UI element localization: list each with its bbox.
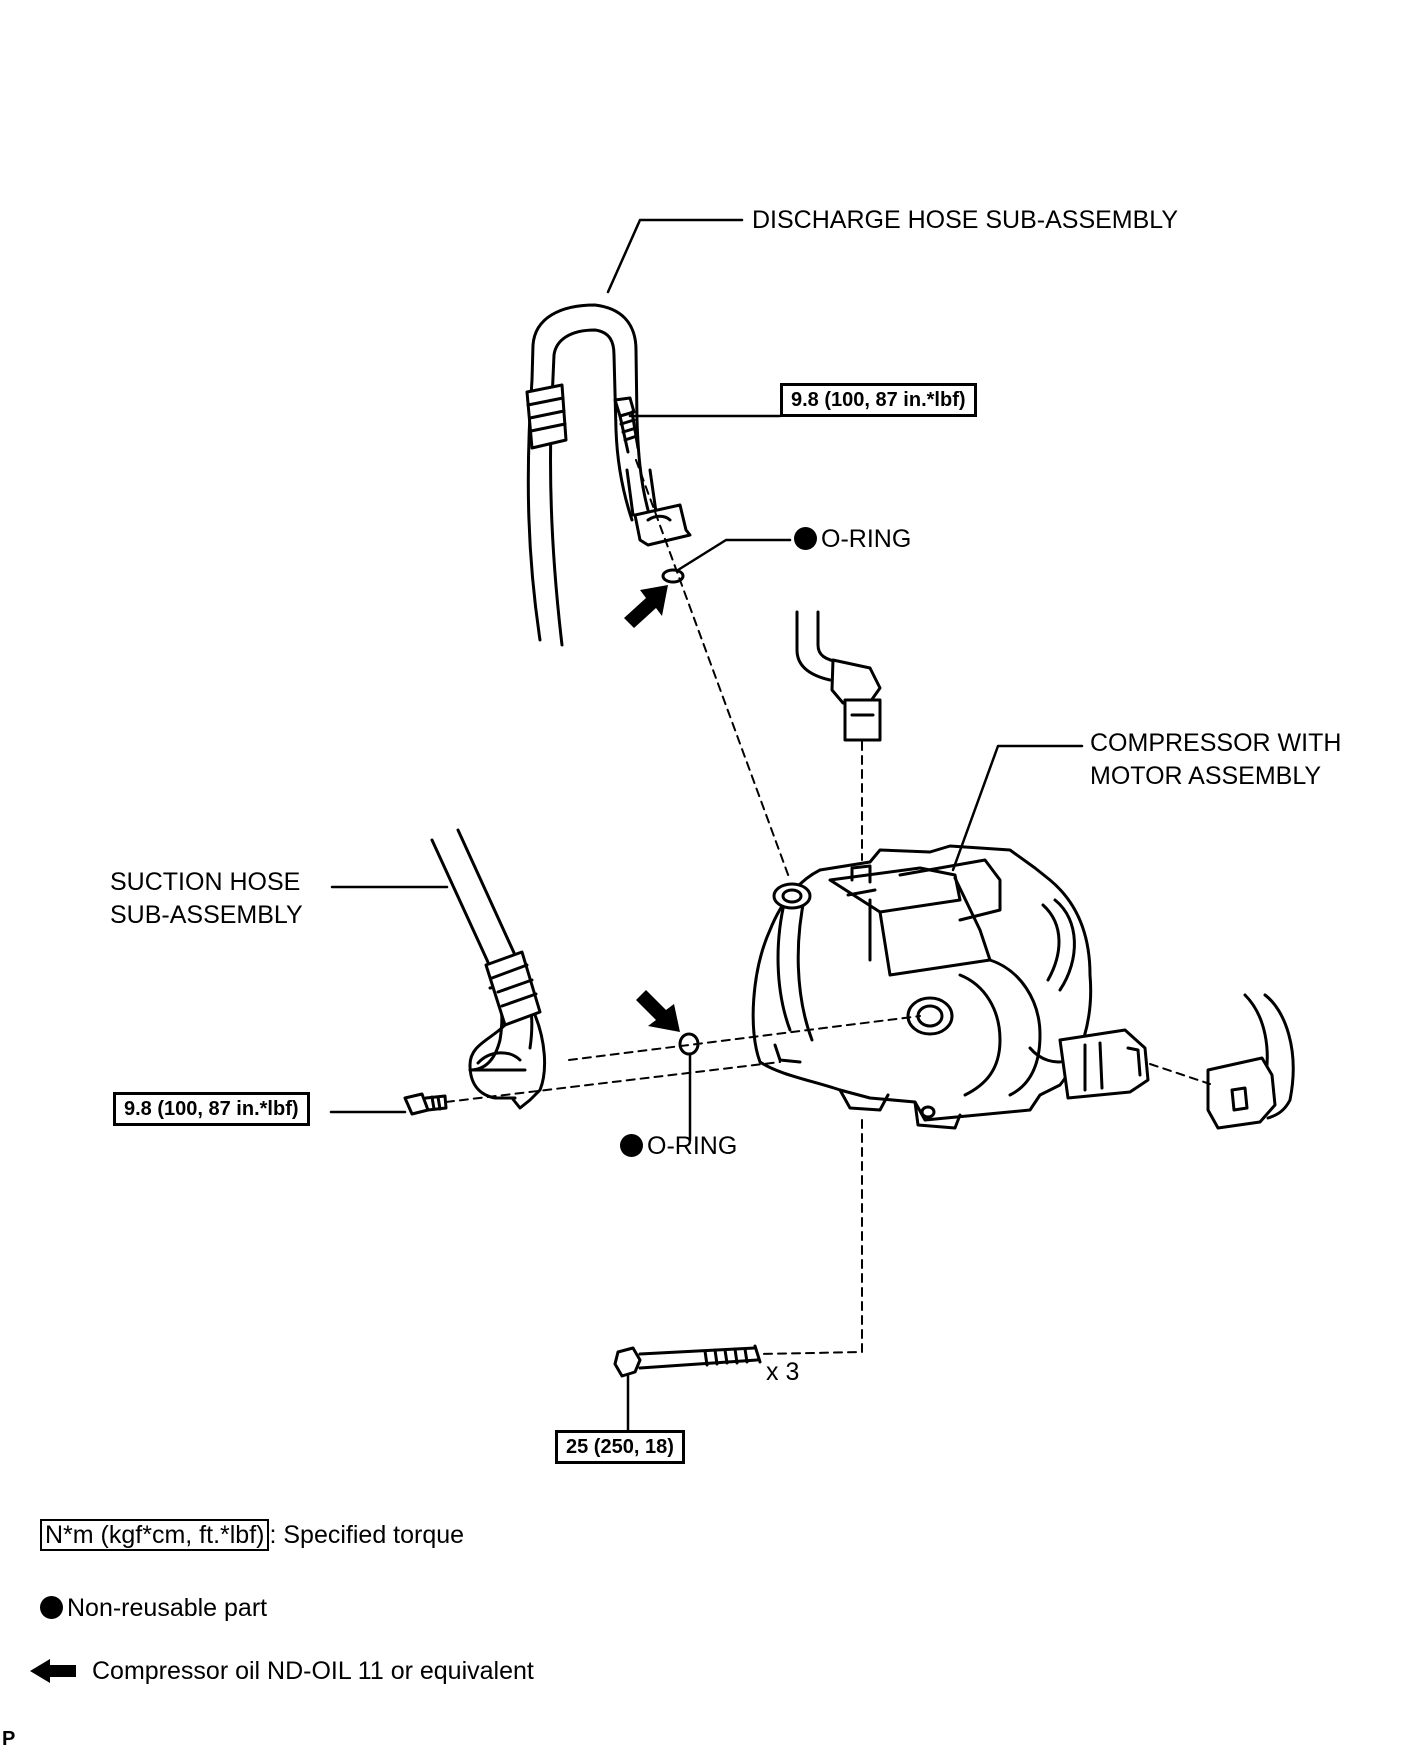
suction-hose-label-line2: SUB-ASSEMBLY	[110, 901, 303, 929]
alignment-lines	[445, 459, 1211, 1355]
harness-connector-right	[1206, 993, 1295, 1130]
mount-bolt	[613, 1344, 762, 1378]
corner-mark: P	[2, 1728, 16, 1750]
legend-non-reusable-text: Non-reusable part	[67, 1594, 268, 1622]
legend-oil: Compressor oil ND-OIL 11 or equivalent	[30, 1654, 534, 1688]
oil-arrow-lower	[636, 990, 680, 1032]
non-reusable-dot-icon	[794, 527, 817, 550]
o-ring-upper-shape	[661, 568, 685, 584]
discharge-bolt-torque: 9.8 (100, 87 in.*lbf)	[780, 383, 977, 417]
oil-arrow-icon	[30, 1659, 76, 1683]
suction-hose-label-line1: SUCTION HOSE	[110, 868, 301, 896]
compressor-side-connector	[1058, 1028, 1150, 1100]
o-ring-upper-label: O-RING	[794, 523, 911, 556]
compressor-label-line1: COMPRESSOR WITH	[1090, 729, 1342, 757]
harness-connector-top	[795, 610, 882, 742]
suction-bolt	[403, 1092, 448, 1116]
discharge-hose-drawing	[525, 303, 692, 647]
mount-bolt-torque: 25 (250, 18)	[555, 1430, 685, 1464]
compressor-label-line2: MOTOR ASSEMBLY	[1090, 762, 1322, 790]
o-ring-lower-label: O-RING	[620, 1130, 737, 1163]
suction-hose-drawing	[403, 828, 546, 1116]
leader-lines	[329, 218, 1084, 1442]
o-ring-upper-text: O-RING	[821, 525, 912, 553]
compressor-body-drawing	[751, 844, 1093, 1130]
o-ring-lower-text: O-RING	[647, 1132, 738, 1160]
legend-torque-text: : Specified torque	[269, 1521, 465, 1549]
legend-oil-text: Compressor oil ND-OIL 11 or equivalent	[92, 1657, 534, 1685]
suction-bolt-torque: 9.8 (100, 87 in.*lbf)	[113, 1092, 310, 1126]
legend-non-reusable: Non-reusable part	[40, 1591, 267, 1625]
non-reusable-dot-icon	[40, 1596, 63, 1619]
bolt-quantity: x 3	[766, 1358, 800, 1386]
compressor-label: COMPRESSOR WITH MOTOR ASSEMBLY	[1090, 727, 1341, 793]
discharge-hose-label: DISCHARGE HOSE SUB-ASSEMBLY	[752, 206, 1179, 234]
legend-torque: N*m (kgf*cm, ft.*lbf): Specified torque	[40, 1518, 464, 1552]
suction-hose-label: SUCTION HOSE SUB-ASSEMBLY	[110, 866, 303, 932]
non-reusable-dot-icon	[620, 1134, 643, 1157]
discharge-bolt	[613, 396, 640, 454]
legend-torque-box: N*m (kgf*cm, ft.*lbf)	[40, 1519, 270, 1551]
oil-arrow-upper	[624, 585, 668, 628]
